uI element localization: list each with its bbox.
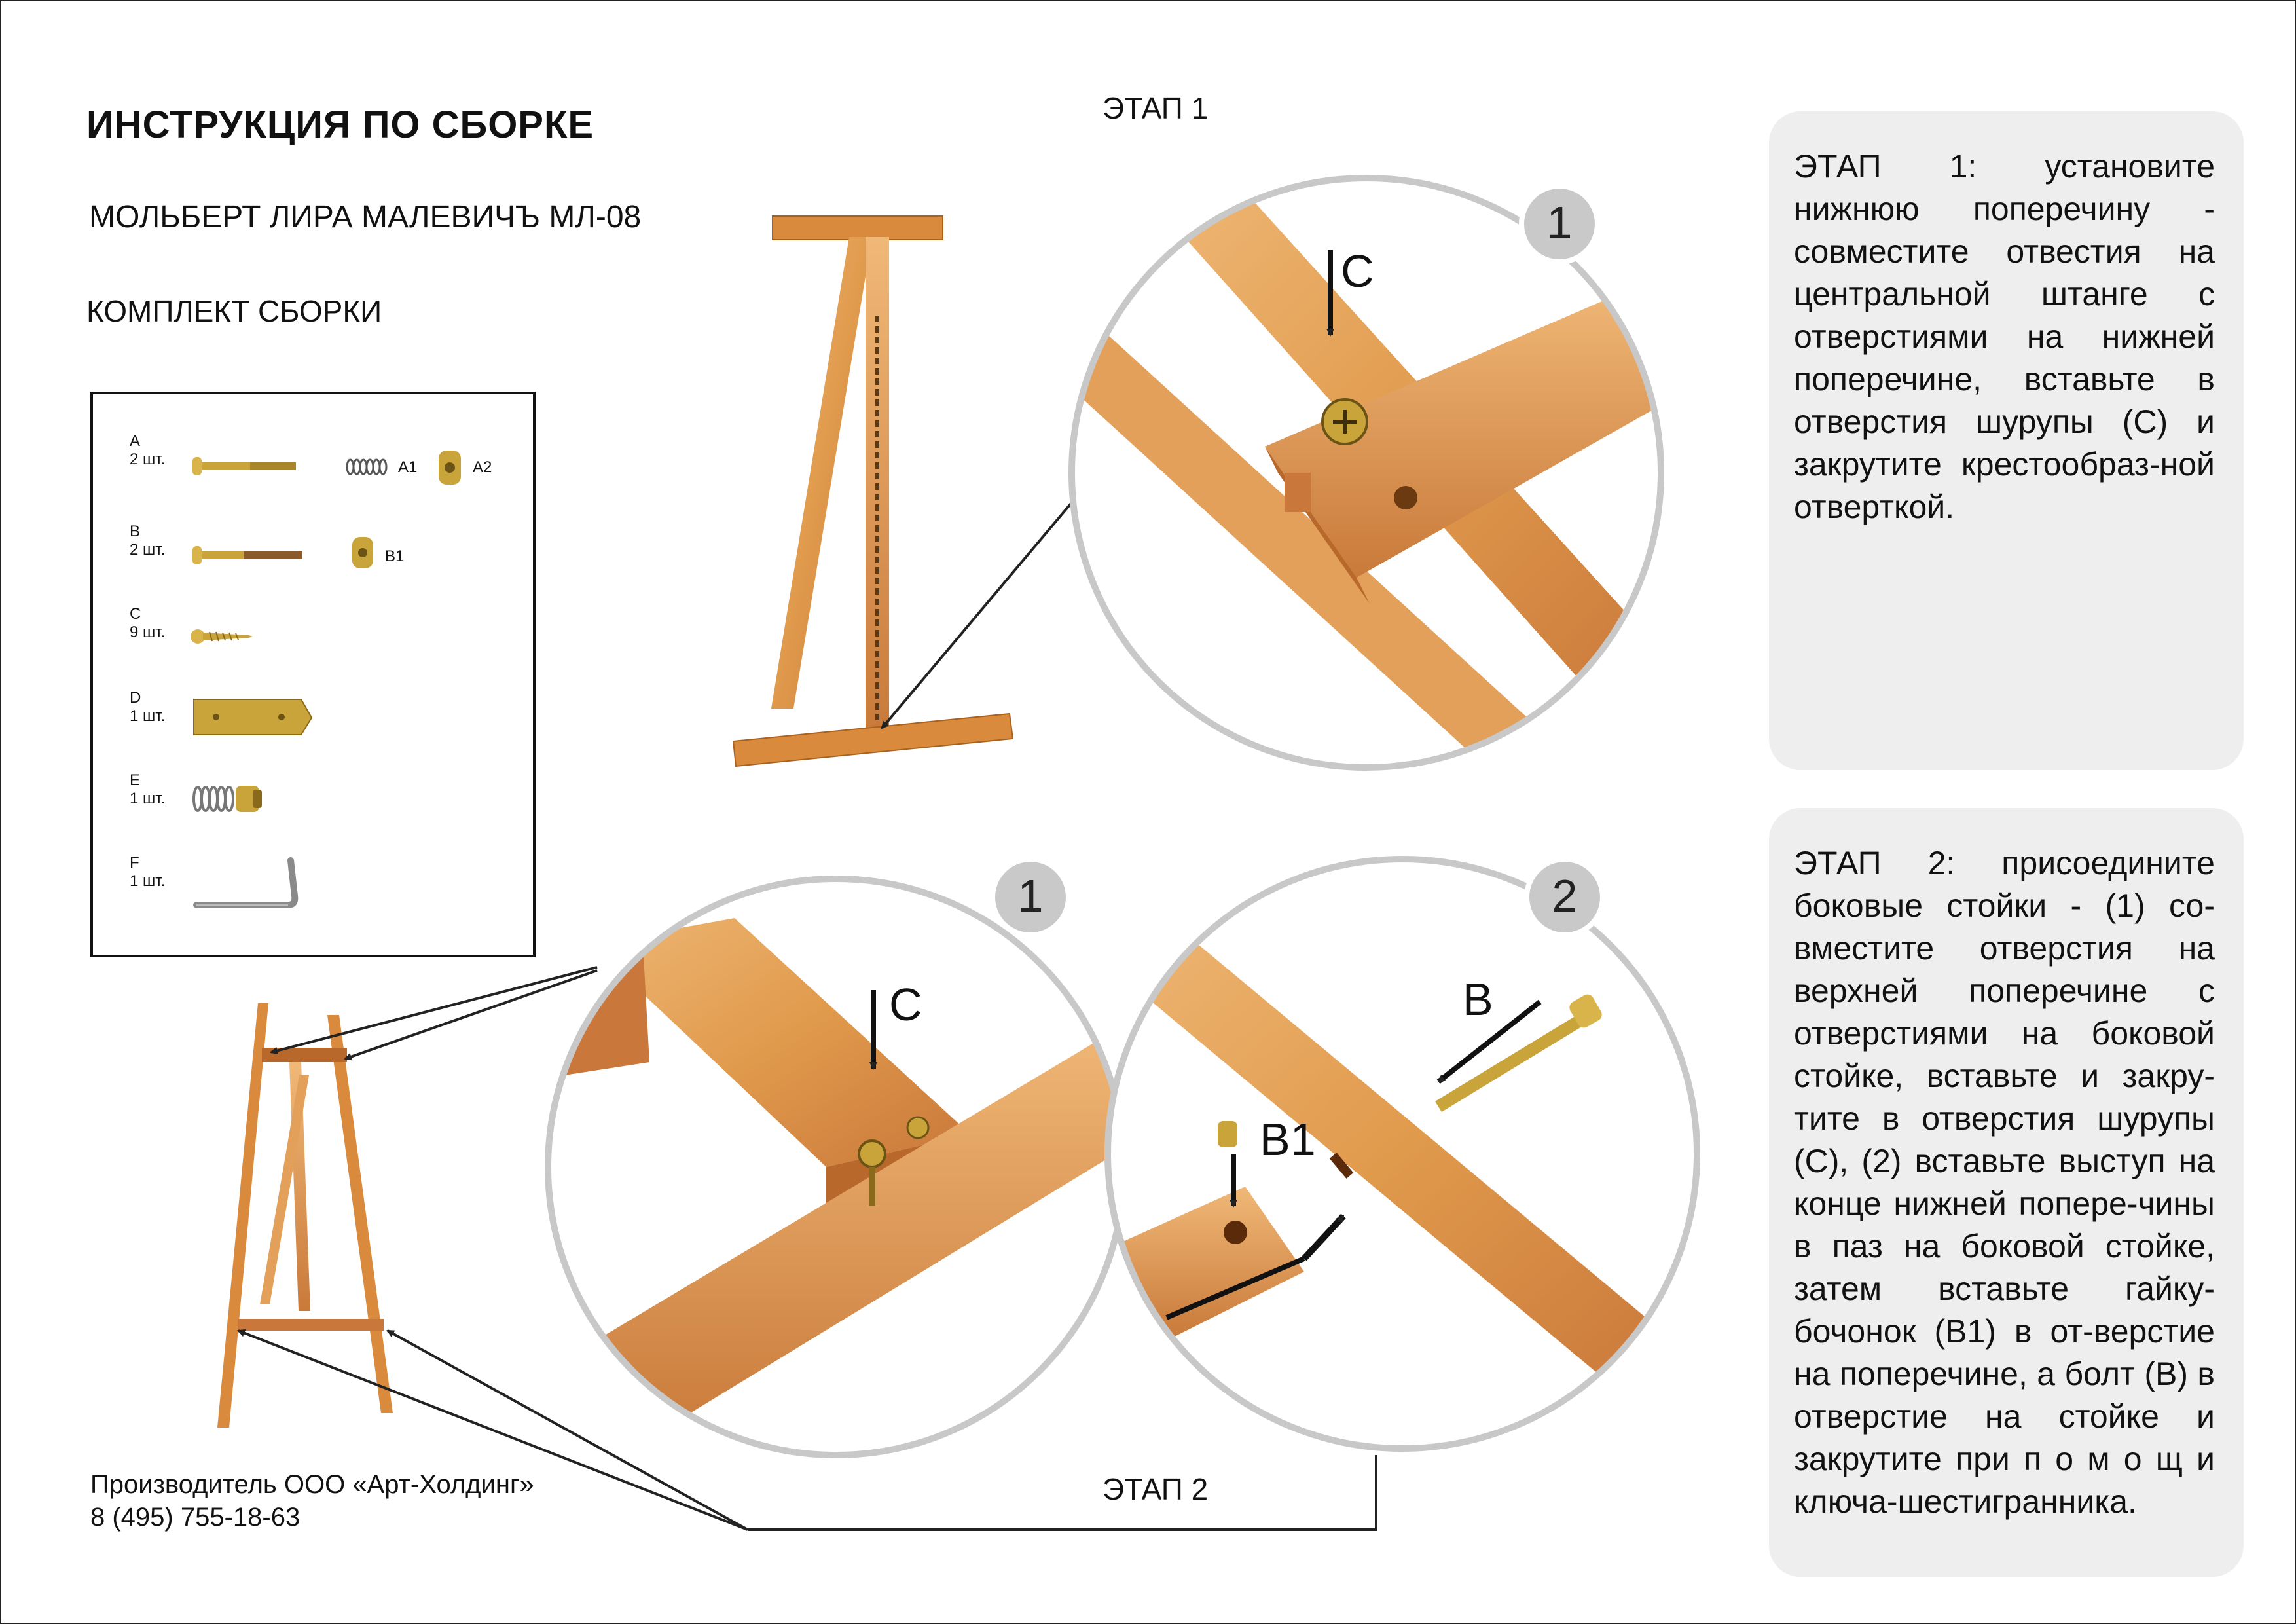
bolt-b-image <box>192 546 302 564</box>
spring-lock-e-image <box>192 786 262 812</box>
barrel-nut-a2-image <box>439 451 461 485</box>
part-qty: 1 шт. <box>130 872 166 890</box>
producer-name: Производитель ООО «Арт-Холдинг» <box>90 1470 534 1499</box>
part-letter: B <box>130 523 141 540</box>
circle2-label-c: C <box>889 979 922 1030</box>
stage1-pointer-line <box>881 491 1082 729</box>
part-qty: 1 шт. <box>130 707 166 725</box>
screw-c-image <box>191 629 253 644</box>
part-letter: D <box>130 689 141 707</box>
easel-stage2-image <box>217 1003 393 1428</box>
stage1-label: ЭТАП 1 <box>1102 91 1209 125</box>
part-qty: 1 шт. <box>130 790 166 807</box>
circle2-number: 1 <box>1018 870 1044 921</box>
stage1-instructions-panel: ЭТАП 1: установите нижнюю поперечину - с… <box>1769 111 2244 770</box>
kit-title: КОМПЛЕКТ СБОРКИ <box>86 294 382 328</box>
part-e-label: E 1 шт. <box>130 771 165 808</box>
part-f-label: F 1 шт. <box>130 854 165 891</box>
producer-info: Производитель ООО «Арт-Холдинг» 8 (495) … <box>90 1468 534 1534</box>
part-qty: 9 шт. <box>130 623 166 641</box>
circle3-label-b: B <box>1463 974 1493 1025</box>
part-qty: 2 шт. <box>130 541 166 559</box>
bolt-a-image <box>192 457 296 475</box>
page-title: ИНСТРУКЦИЯ ПО СБОРКЕ <box>86 103 594 146</box>
product-name: МОЛЬБЕРТ ЛИРА МАЛЕВИЧЪ МЛ-08 <box>89 200 642 234</box>
circle3-number: 2 <box>1552 870 1578 921</box>
parts-kit-box: A 2 шт. A1 A2 B 2 шт. <box>90 392 536 957</box>
part-d-label: D 1 шт. <box>130 689 165 726</box>
spring-a1-image <box>346 458 388 475</box>
stage2-instructions-panel: ЭТАП 2: присоедините боковые стойки - (1… <box>1769 808 2244 1577</box>
easel-stage1-image <box>732 215 1014 767</box>
part-letter: A <box>130 432 141 450</box>
part-a2-label: A2 <box>473 458 492 476</box>
circle3-label-b1: B1 <box>1260 1114 1316 1165</box>
part-a-label: A 2 шт. <box>130 432 165 469</box>
part-letter: F <box>130 854 139 872</box>
part-letter: E <box>130 771 141 789</box>
barrel-nut-b1-image <box>352 537 373 568</box>
part-c-label: C 9 шт. <box>130 605 165 642</box>
part-a1-label: A1 <box>398 458 418 476</box>
circle1-label-c: C <box>1341 246 1374 297</box>
stage2-detail-circle-2: 2 B B1 <box>1104 856 1700 1452</box>
part-letter: C <box>130 605 141 623</box>
part-b1-label: B1 <box>385 547 405 565</box>
circle1-number: 1 <box>1547 197 1573 248</box>
stage1-detail-circle: 1 C <box>1068 175 1664 771</box>
stage2-detail-circle-1: 1 C <box>545 857 1127 1458</box>
producer-phone: 8 (495) 755-18-63 <box>90 1503 301 1532</box>
hex-key-f-image <box>193 857 299 908</box>
part-qty: 2 шт. <box>130 451 166 468</box>
part-b-label: B 2 шт. <box>130 523 165 559</box>
bracket-d-image <box>193 699 313 735</box>
stage2-label: ЭТАП 2 <box>1102 1472 1209 1506</box>
